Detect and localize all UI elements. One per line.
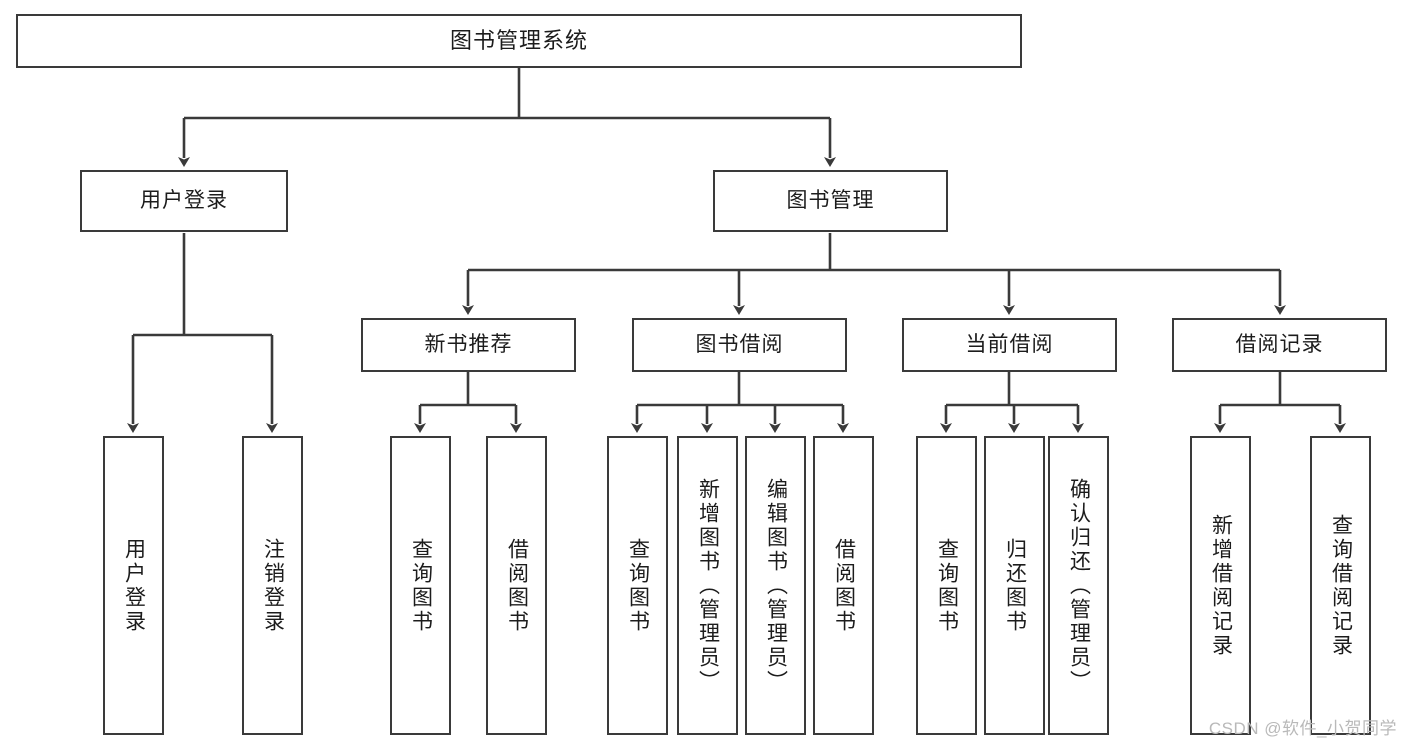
- leaf-book-borrow-add-admin[interactable]: 新增图书（管理员）: [677, 436, 738, 735]
- leaf-borrow-record-add[interactable]: 新增借阅记录: [1190, 436, 1251, 735]
- node-root-system[interactable]: 图书管理系统: [16, 14, 1022, 68]
- node-book-management[interactable]: 图书管理: [713, 170, 948, 232]
- leaf-current-borrow-return[interactable]: 归还图书: [984, 436, 1045, 735]
- leaf-book-borrow-query[interactable]: 查询图书: [607, 436, 668, 735]
- leaf-current-borrow-query[interactable]: 查询图书: [916, 436, 977, 735]
- leaf-book-borrow-borrow[interactable]: 借阅图书: [813, 436, 874, 735]
- leaf-current-borrow-confirm-return-admin[interactable]: 确认归还（管理员）: [1048, 436, 1109, 735]
- leaf-new-book-query[interactable]: 查询图书: [390, 436, 451, 735]
- node-borrow-record[interactable]: 借阅记录: [1172, 318, 1387, 372]
- leaf-new-book-borrow[interactable]: 借阅图书: [486, 436, 547, 735]
- node-user-login[interactable]: 用户登录: [80, 170, 288, 232]
- leaf-user-login-signin[interactable]: 用户登录: [103, 436, 164, 735]
- node-current-borrow[interactable]: 当前借阅: [902, 318, 1117, 372]
- node-book-borrow[interactable]: 图书借阅: [632, 318, 847, 372]
- leaf-user-login-signout[interactable]: 注销登录: [242, 436, 303, 735]
- node-new-book-recommend[interactable]: 新书推荐: [361, 318, 576, 372]
- leaf-borrow-record-query[interactable]: 查询借阅记录: [1310, 436, 1371, 735]
- leaf-book-borrow-edit-admin[interactable]: 编辑图书（管理员）: [745, 436, 806, 735]
- watermark-text: CSDN @软件_小贺同学: [1208, 719, 1397, 738]
